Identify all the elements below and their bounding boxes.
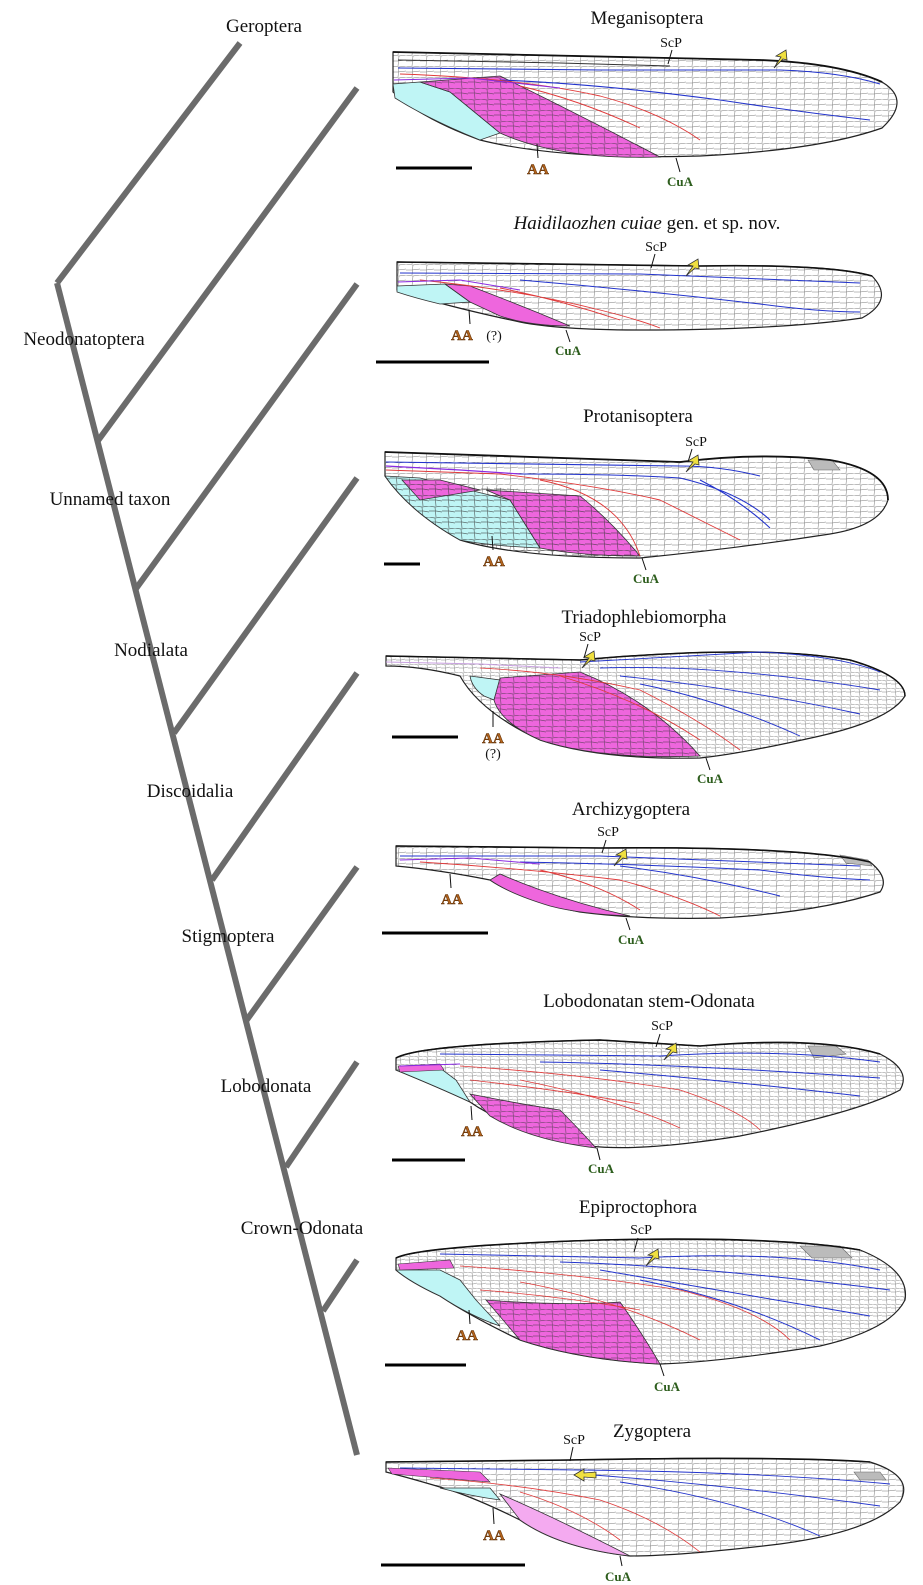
scp-label: ScP	[597, 825, 619, 840]
wing-title: Zygoptera	[613, 1421, 692, 1442]
aa-pointer	[469, 310, 470, 324]
scp-label: ScP	[630, 1223, 652, 1238]
label-discoidalia: Discoidalia	[147, 781, 234, 802]
cua-label: CuA	[654, 1379, 681, 1394]
wing-protanisoptera: Protanisoptera ScP AA CuA	[384, 406, 888, 586]
cladogram	[57, 43, 357, 1455]
cua-label: CuA	[697, 771, 724, 786]
branch-triadophlebiomorpha	[174, 478, 357, 733]
cua-label: CuA	[633, 571, 660, 586]
scp-label: ScP	[685, 435, 707, 450]
aa-label: AA	[461, 1124, 483, 1140]
cua-pointer	[642, 558, 646, 570]
aa-label: AA	[483, 554, 505, 570]
label-stigmoptera: Stigmoptera	[182, 926, 275, 947]
wing-title: Lobodonatan stem-Odonata	[543, 991, 755, 1012]
scp-pointer	[570, 1447, 573, 1461]
label-crown-odonata: Crown-Odonata	[241, 1218, 364, 1239]
cua-label: CuA	[618, 932, 645, 947]
scp-label: ScP	[660, 36, 682, 51]
label-geroptera: Geroptera	[226, 16, 303, 37]
wing-archizygoptera: Archizygoptera ScP AA CuA	[382, 799, 883, 947]
wing-title: Haidilaozhen cuiae gen. et sp. nov.	[513, 213, 781, 234]
cua-pointer	[660, 1364, 664, 1376]
aa-label: AA	[483, 1528, 505, 1544]
cua-pointer	[676, 158, 680, 172]
cua-label: CuA	[667, 174, 694, 189]
aa-uncertain: (?)	[485, 747, 501, 762]
wing-title: Archizygoptera	[572, 799, 691, 820]
wing-triadophlebiomorpha: Triadophlebiomorpha ScP AA (?) CuA	[386, 607, 905, 786]
cua-pointer	[620, 1556, 622, 1566]
tree-trunk-upper	[57, 43, 240, 283]
branch-haidilaozhen	[97, 88, 357, 442]
tree-trunk	[57, 283, 357, 1455]
aa-pointer	[471, 1106, 472, 1120]
wing-title: Meganisoptera	[591, 8, 704, 29]
wing-title-italic: Haidilaozhen cuiae	[513, 213, 662, 234]
wing-title: Epiproctophora	[579, 1197, 698, 1218]
cua-pointer	[566, 330, 570, 342]
scp-label: ScP	[651, 1019, 673, 1034]
cua-label: CuA	[555, 343, 582, 358]
cua-label: CuA	[588, 1161, 615, 1176]
pterostigma	[854, 1472, 886, 1480]
label-nodialata: Nodialata	[114, 640, 188, 661]
clade-labels: Geroptera Neodonatoptera Unnamed taxon N…	[23, 16, 363, 1239]
aa-pointer	[493, 1508, 494, 1524]
aa-pointer	[450, 874, 451, 888]
cua-pointer	[706, 758, 710, 770]
aa-label: AA	[527, 162, 549, 178]
branch-archizygoptera	[212, 673, 357, 880]
scp-label: ScP	[579, 630, 601, 645]
wing-epiproctophora: Epiproctophora ScP AA CuA	[385, 1197, 905, 1394]
scp-label: ScP	[645, 240, 667, 255]
wing-lobodonatan: Lobodonatan stem-Odonata ScP AA CuA	[392, 991, 903, 1176]
label-neodonatoptera: Neodonatoptera	[23, 329, 145, 350]
aa-label: AA	[482, 731, 504, 747]
wing-title-rest: gen. et sp. nov.	[662, 213, 781, 234]
cua-pointer	[626, 918, 630, 930]
label-lobodonata: Lobodonata	[221, 1076, 312, 1097]
scp-label: ScP	[563, 1433, 585, 1448]
wing-title: Triadophlebiomorpha	[561, 607, 727, 628]
aa-label: AA	[456, 1328, 478, 1344]
branch-protanisoptera	[135, 284, 357, 590]
wing-zygoptera: Zygoptera ScP AA CuA	[381, 1421, 904, 1584]
wing-haidilaozhen: Haidilaozhen cuiae gen. et sp. nov. ScP …	[376, 213, 881, 362]
aa-uncertain: (?)	[486, 329, 502, 344]
wing-title: Protanisoptera	[583, 406, 693, 427]
label-unnamed-taxon: Unnamed taxon	[50, 489, 171, 510]
anal-area-cyan	[440, 1488, 500, 1500]
branch-zygoptera	[323, 1260, 357, 1311]
cua-label: CuA	[605, 1569, 632, 1584]
wing-meganisoptera: Meganisoptera ScP AA CuA	[393, 8, 897, 189]
cua-pointer	[597, 1148, 600, 1160]
aa-label: AA	[451, 328, 473, 344]
wing-outline	[396, 846, 883, 918]
aa-label: AA	[441, 892, 463, 908]
